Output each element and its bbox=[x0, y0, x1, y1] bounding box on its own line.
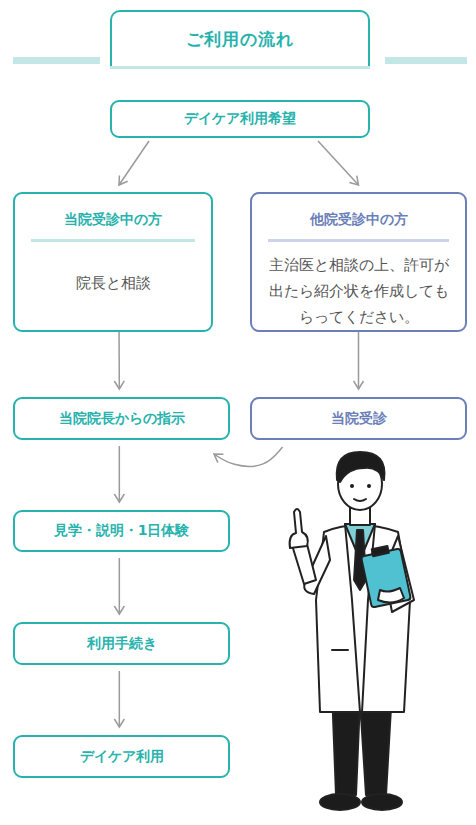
doctor-coat bbox=[316, 525, 410, 712]
clipboard-clip bbox=[372, 546, 389, 556]
box-heading: デイケア利用希望 bbox=[112, 109, 368, 129]
title-text: ご利用の流れ bbox=[186, 28, 294, 51]
process-box: デイケア利用 bbox=[13, 735, 230, 778]
title-side-bar bbox=[385, 57, 467, 64]
clipboard bbox=[361, 548, 411, 607]
doctor-shoe bbox=[320, 794, 360, 810]
flow-arrow bbox=[119, 671, 121, 727]
doctor-hand bbox=[378, 588, 404, 603]
process-box: 見学・説明・1日体験 bbox=[13, 510, 230, 552]
flow-arrow bbox=[358, 322, 360, 389]
process-box: 利用手続き bbox=[13, 622, 230, 665]
flow-arrow bbox=[119, 558, 121, 614]
box-heading: 当院受診 bbox=[252, 409, 465, 429]
flow-arrow bbox=[214, 447, 283, 466]
doctor-eye bbox=[367, 484, 371, 488]
process-box: デイケア利用希望 bbox=[110, 100, 370, 138]
flow-arrow bbox=[119, 446, 121, 502]
flow-arrow bbox=[118, 322, 120, 389]
process-box: 当院院長からの指示 bbox=[13, 397, 230, 440]
doctor-mouth bbox=[354, 499, 366, 501]
doctor-illustration bbox=[290, 452, 414, 810]
doctor-hand bbox=[290, 509, 308, 548]
group-box: 他院受診中の方主治医と相談の上、許可が出たら紹介状を作成してもらってください。 bbox=[250, 192, 467, 332]
flow-arrow bbox=[318, 141, 359, 185]
doctor-hair bbox=[337, 452, 385, 482]
coat-lapel bbox=[345, 524, 360, 712]
box-heading: 見学・説明・1日体験 bbox=[15, 521, 228, 541]
box-heading: デイケア利用 bbox=[15, 747, 228, 767]
box-body: 主治医と相談の上、許可が出たら紹介状を作成してもらってください。 bbox=[252, 242, 465, 341]
box-heading: 他院受診中の方 bbox=[268, 210, 449, 242]
box-heading: 当院受診中の方 bbox=[31, 210, 195, 242]
title-side-bar bbox=[13, 57, 100, 64]
process-box: 当院受診 bbox=[250, 397, 467, 440]
doctor-shoe bbox=[362, 794, 402, 810]
flow-arrow bbox=[119, 141, 149, 185]
title-box: ご利用の流れ bbox=[110, 10, 370, 66]
box-body: 院長と相談 bbox=[15, 242, 211, 330]
doctor-eye bbox=[350, 484, 354, 488]
group-box: 当院受診中の方院長と相談 bbox=[13, 192, 213, 332]
box-heading: 利用手続き bbox=[15, 634, 228, 654]
box-heading: 当院院長からの指示 bbox=[15, 409, 228, 429]
coat-pocket bbox=[332, 649, 348, 651]
